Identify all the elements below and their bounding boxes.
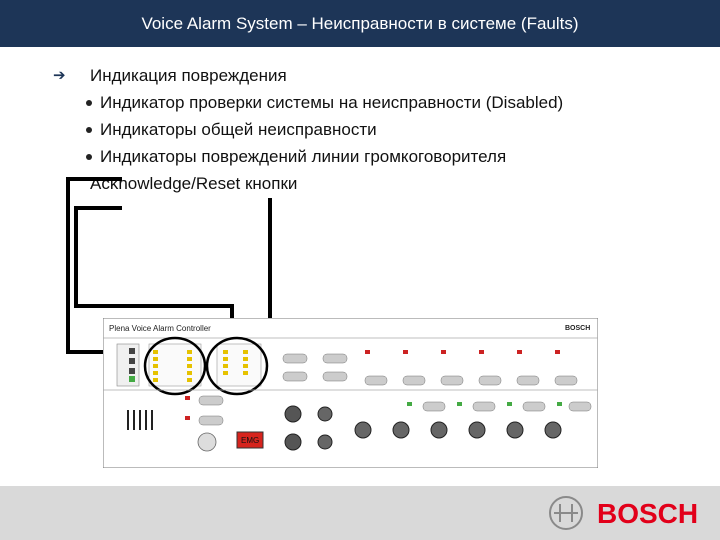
- bullet-dot-icon: [86, 100, 92, 106]
- arrow-bullet-icon: ➔: [53, 67, 66, 84]
- voice-alarm-controller-panel: Plena Voice Alarm Controller BOSCH: [103, 318, 598, 468]
- emg-label: EMG: [241, 436, 259, 445]
- footer-bar: BOSCH: [0, 486, 720, 540]
- main-point-text: Индикация повреждения: [90, 66, 287, 85]
- top-button-row: [282, 353, 348, 382]
- panel-title: Plena Voice Alarm Controller: [109, 324, 211, 333]
- disabled-indicator-leds: [116, 343, 140, 387]
- general-fault-indicators: [148, 343, 202, 387]
- extra-point: Acknowledge/Reset кнопки: [60, 170, 700, 197]
- reset-button[interactable]: [322, 353, 348, 364]
- highlight-ring-general: [143, 336, 207, 396]
- highlight-ring-line: [205, 336, 269, 396]
- emg-button[interactable]: EMG: [236, 431, 264, 449]
- panel-brand: BOSCH: [565, 325, 590, 332]
- slide-content: ➔ Индикация повреждения Индикатор провер…: [53, 62, 700, 197]
- extra-point-text: Acknowledge/Reset кнопки: [90, 174, 298, 193]
- disabled-indicator-pointer: [66, 177, 124, 354]
- bullet-dot-icon: [86, 154, 92, 160]
- test-button[interactable]: [282, 371, 308, 382]
- main-point: ➔ Индикация повреждения: [53, 62, 700, 89]
- bullet-item-1: Индикатор проверки системы на неисправно…: [60, 89, 700, 116]
- lower-zone-buttons: [407, 401, 592, 412]
- bosch-logo-icon: [549, 496, 583, 530]
- mic-connector-icon: [197, 432, 217, 452]
- bullet-item-2: Индикаторы общей неисправности: [60, 116, 700, 143]
- ack-button[interactable]: [282, 353, 308, 364]
- bullet-text-3: Индикаторы повреждений линии громкоговор…: [100, 147, 507, 166]
- zone-buttons: [364, 350, 578, 386]
- footer-graphics: BOSCH: [549, 496, 698, 530]
- bullet-dot-icon: [86, 127, 92, 133]
- bosch-brand-text: BOSCH: [597, 498, 698, 529]
- slide-title: Voice Alarm System – Неисправности в сис…: [0, 0, 720, 47]
- speaker-line-fault-indicators: [216, 343, 262, 387]
- bullet-text-2: Индикаторы общей неисправности: [100, 120, 377, 139]
- mute-button[interactable]: [322, 371, 348, 382]
- bullet-item-3: Индикаторы повреждений линии громкоговор…: [60, 143, 700, 170]
- lower-left-section: [127, 395, 224, 452]
- slide-title-text: Voice Alarm System – Неисправности в сис…: [141, 13, 579, 33]
- general-fault-pointer: [74, 206, 234, 335]
- volume-knobs: [284, 405, 562, 451]
- bullet-text-1: Индикатор проверки системы на неисправно…: [100, 93, 564, 112]
